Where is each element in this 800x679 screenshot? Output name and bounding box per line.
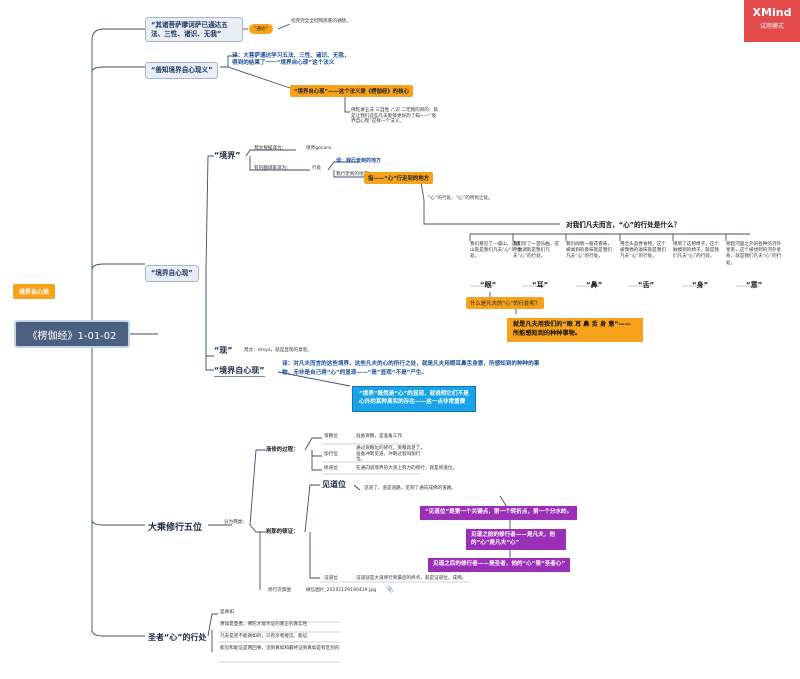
stage-note-zhengdao[interactable]: 证道就是大道修行到最后的终点，就是证道位，成佛。	[356, 576, 467, 581]
stage-note-xiudao[interactable]: 在通向道境界的大道上努力的修行，就是修道位。	[356, 466, 458, 471]
sage-item-2[interactable]: 真如是圣者、佛陀才能亲证的真正的真实性	[220, 622, 308, 627]
central-topic[interactable]: 《楞伽经》1-01-02	[14, 320, 130, 348]
question-walk[interactable]: 我行走到的地方？	[336, 172, 373, 177]
xmind-watermark: XMind 试用模式	[744, 0, 800, 42]
sense-label-body[interactable]: “身”	[692, 281, 709, 289]
branch-shanzhi[interactable]: “善知境界自心现义”	[145, 62, 219, 79]
translation-walk[interactable]: 译：我行走到的地方	[336, 158, 382, 164]
sense-label-tongue[interactable]: “舌”	[638, 281, 655, 289]
topic-tag[interactable]: 境界自心现	[13, 284, 56, 299]
stage-label-zhengdao[interactable]: 证道位	[324, 576, 338, 581]
instant-realization-label[interactable]: 刹那的顿证：	[266, 529, 299, 535]
sage-item-4[interactable]: 能见和能证是两回事，见到真如和最终证到真如是有区别的	[220, 646, 340, 651]
attachment-icon[interactable]: 📎	[386, 586, 394, 593]
image-caption[interactable]: 修行次第图	[268, 588, 291, 593]
two-types-label[interactable]: 分为两类：	[224, 520, 247, 525]
watermark-mode: 试用模式	[759, 23, 784, 30]
sense-text-body[interactable]: 摸到了这把椅子，这个触摸到的椅子，就是我们凡夫“心”的行处。	[673, 242, 719, 260]
topic-jingjie[interactable]: “境界”	[214, 151, 241, 160]
note-tongda[interactable]: 指完完全全彻彻底底的通晓。	[291, 19, 351, 24]
sense-text-tongue[interactable]: 用舌头品尝食物，这个被我尝的滋味就是我们凡夫“心”的行处。	[620, 242, 666, 260]
sense-text-eye[interactable]: 我们看见了一座山、这座山就是我们凡夫“心”的行处。	[470, 242, 521, 260]
stage-note-jiaxing[interactable]: 通过资粮位的修行，资粮具足了，准备冲刺见道，冲刺过程叫加行位。	[356, 446, 425, 463]
sense-label-nose[interactable]: “鼻”	[586, 281, 603, 289]
xian-note[interactable]: 梵文：drsya，就是显现的意思。	[244, 348, 312, 353]
stage-note-jiandao[interactable]: 见道了，道是道路，见到了通向成佛的道路。	[364, 486, 456, 491]
stage-note-ziliang[interactable]: 准备资粮，是准备工作	[356, 434, 402, 439]
image-file-link[interactable]: 微信图片_20201129190439.jpg	[306, 588, 377, 593]
before-jiandao-box[interactable]: 见道之前的修行者——是凡夫，他的“心”是凡夫“心”	[466, 529, 566, 551]
note-purpose[interactable]: 佛陀讲五法 三自性 八识 二无我的目的：就是让我们这些凡夫能够更好的了知——“境…	[351, 108, 439, 125]
mind-walk-note[interactable]: “心”的行处、“心”的所到之处。	[428, 196, 493, 201]
sense-text-ear[interactable]: 我们听了一首乐曲，这个曲调就是我们凡夫“心”的行处。	[513, 242, 559, 260]
mortal-mind-question-box[interactable]: 什么是凡夫的“心”的行处呢？	[466, 297, 545, 309]
jiandao-keypoint-box[interactable]: “见道位”是第一个关键点，第一个转折点，第一个分水岭。	[420, 506, 578, 520]
sage-item-1[interactable]: 是真如	[220, 610, 234, 615]
sense-text-nose[interactable]: 我们闻到一股花香味，被闻到的香味就是我们凡夫“心”的行处。	[566, 242, 612, 260]
stage-label-xiudao[interactable]: 修道位	[324, 466, 338, 471]
watermark-brand: XMind	[752, 6, 792, 19]
alt-translation-value[interactable]: 行处	[312, 166, 322, 171]
pill-tongda[interactable]: “通达”	[249, 24, 273, 34]
branch-sage-mind[interactable]: 圣者“心”的行处	[148, 633, 207, 642]
mortal-mind-answer-box[interactable]: 就是凡夫用我们的“眼 耳 鼻 舌 身 意”——所能感知到的种种事物。	[507, 318, 643, 342]
alt-translation-label[interactable]: 有的翻译家译为：	[254, 166, 291, 171]
mind-walk-box[interactable]: 指——“心”行走到的地方	[364, 172, 433, 184]
sense-label-ear[interactable]: “耳”	[532, 281, 549, 289]
stage-label-jiaxing[interactable]: 加行位	[324, 452, 338, 457]
topic-full-phrase[interactable]: “境界自心现”	[214, 366, 265, 377]
sanskrit-label[interactable]: 梵文根据译为：	[254, 146, 287, 151]
gradual-process-label[interactable]: 渐修的过程：	[266, 447, 299, 453]
sense-text-mind[interactable]: 想起河里之外的各种的河外星系，这个被想到的河外星系，就是我们凡夫“心”的行处。	[726, 242, 782, 266]
sense-label-eye[interactable]: “眼”	[480, 281, 497, 289]
stage-label-ziliang[interactable]: 资粮位	[324, 434, 338, 439]
topic-xian[interactable]: “现”	[214, 346, 233, 355]
branch-jingjie-zixin-xian[interactable]: “境界自心现”	[145, 265, 199, 282]
question-mortal-mind[interactable]: 对我们凡夫而言，“心”的行处是什么？	[566, 221, 681, 229]
sanskrit-value[interactable]: 境界gocara	[306, 146, 331, 151]
sage-item-3[interactable]: 凡夫是完不能真如的，只有亲者能见、能证	[220, 634, 308, 639]
note-shanzhi-translation[interactable]: 译：大菩萨通达学习五法、三性、诸识、无我，得到的结果了一一“境界自心现”这个法义	[232, 53, 350, 66]
important-note-box[interactable]: “境界”既然是“心”的显现，就说明它们不是心外的某种真实的存在——这一点非常重要	[352, 386, 476, 412]
stage-label-jiandao[interactable]: 见道位	[322, 480, 346, 489]
full-phrase-translation[interactable]: 译：对凡夫而言的这些境界，这些凡夫的心的所行之处，就是凡夫用眼耳鼻舌身意，所感知…	[282, 361, 540, 376]
branch-five-stages[interactable]: 大乘修行五位	[148, 523, 203, 533]
sense-label-mind[interactable]: “意”	[746, 281, 763, 289]
after-jiandao-box[interactable]: 见道之后的修行者——是圣者，他的“心”是“圣者心”	[428, 558, 571, 572]
core-teaching-box[interactable]: “境界自心现”——这个法义是《楞伽经》的核心	[290, 85, 413, 97]
branch-tongda[interactable]: “其诸菩萨摩诃萨已通达五法、三性、诸识、无我”	[145, 17, 243, 43]
